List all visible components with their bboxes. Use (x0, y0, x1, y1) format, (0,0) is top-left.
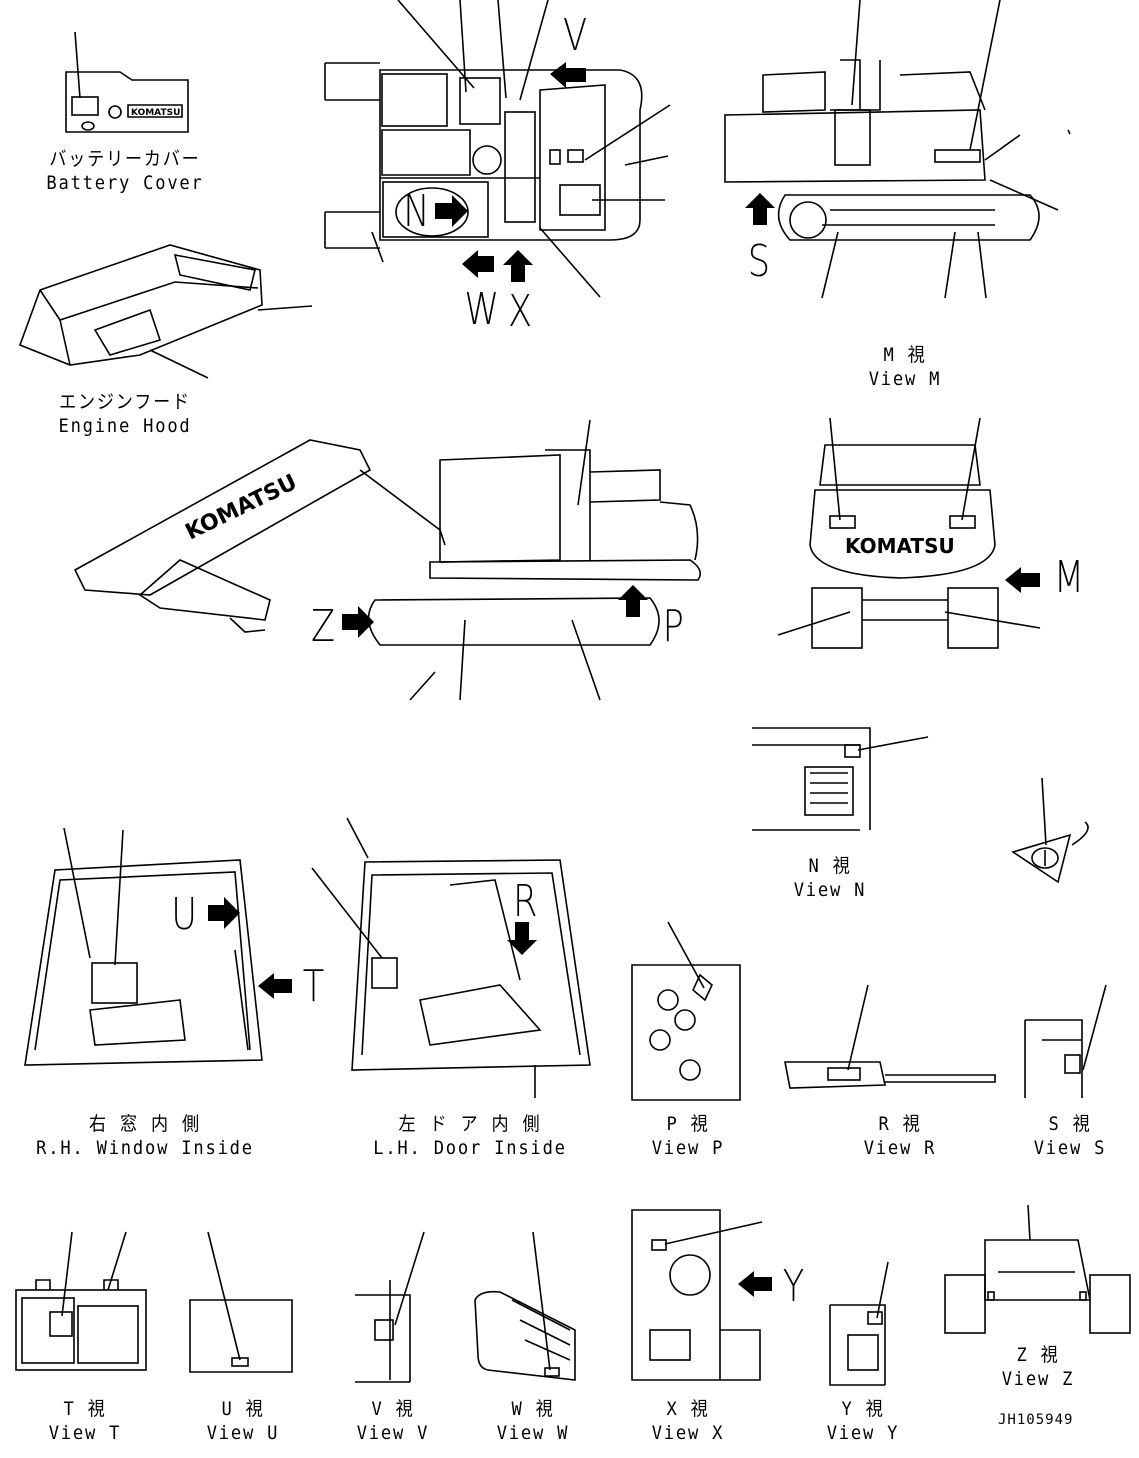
triangle-label-drawing (1011, 777, 1089, 884)
lh-door-jp: 左 ド ア 内 側 (398, 1113, 542, 1135)
view-x-drawing (631, 1209, 763, 1381)
view-p-drawing (631, 921, 741, 1101)
letter-y: Y (782, 1261, 805, 1312)
view-s-caption: S 視 View S (1016, 1112, 1124, 1160)
view-s-drawing (1024, 984, 1107, 1098)
rh-window-jp: 右 窓 内 側 (89, 1113, 201, 1135)
view-p-caption: P 視 View P (634, 1112, 742, 1160)
view-v-caption: V 視 View V (339, 1397, 447, 1445)
letter-x: X (508, 286, 533, 337)
arrow-p (618, 585, 648, 617)
engine-hood-drawing (18, 244, 313, 379)
view-y-en: View Y (826, 1422, 900, 1444)
arrow-n (435, 195, 468, 227)
view-p-en: View P (651, 1137, 725, 1159)
view-y-caption: Y 視 View Y (809, 1397, 917, 1445)
battery-cover-en: Battery Cover (46, 172, 204, 194)
top-plan-view-drawing (324, 0, 671, 298)
arrow-y (738, 1271, 772, 1297)
engine-hood-en: Engine Hood (58, 415, 192, 437)
view-w-caption: W 視 View W (479, 1397, 587, 1445)
view-u-en: View U (206, 1422, 280, 1444)
view-z-jp: Z 視 (1016, 1344, 1060, 1366)
side-view-m-drawing (724, 0, 1071, 299)
letter-z: Z (311, 601, 336, 652)
view-n-caption: N 視 View N (776, 854, 884, 902)
rear-view-drawing: KOMATSU (777, 417, 1041, 649)
rh-window-drawing (24, 827, 263, 1066)
view-s-jp: S 視 (1048, 1113, 1092, 1135)
lh-door-en: L.H. Door Inside (373, 1137, 567, 1159)
battery-cover-jp: バッテリーカバー (49, 148, 201, 170)
view-t-en: View T (48, 1422, 122, 1444)
arrow-x (503, 250, 533, 282)
view-v-jp: V 視 (371, 1398, 415, 1420)
letter-n: N (403, 186, 430, 237)
view-t-caption: T 視 View T (31, 1397, 139, 1445)
view-r-jp: R 視 (878, 1113, 922, 1135)
rear-logo: KOMATSU (845, 534, 955, 558)
arrow-v (550, 62, 586, 88)
view-m-jp: M 視 (883, 344, 927, 366)
letter-s: S (747, 236, 771, 287)
view-m-caption: M 視 View M (851, 343, 959, 391)
view-u-drawing (189, 1231, 293, 1373)
view-u-caption: U 視 View U (189, 1397, 297, 1445)
arrow-r (507, 922, 537, 955)
lh-door-drawing (311, 817, 591, 1098)
view-v-drawing (355, 1231, 425, 1383)
view-w-en: View W (496, 1422, 570, 1444)
engine-hood-caption: エンジンフード Engine Hood (40, 390, 211, 438)
arrow-t (258, 973, 292, 999)
view-v-en: View V (356, 1422, 430, 1444)
view-n-jp: N 視 (808, 855, 852, 877)
view-w-drawing (474, 1231, 576, 1381)
letter-p: P (662, 601, 684, 652)
drawing-code: JH105949 (998, 1412, 1074, 1428)
rh-window-caption: 右 窓 内 側 R.H. Window Inside (24, 1112, 267, 1160)
view-x-jp: X 視 (666, 1398, 710, 1420)
letter-u: U (171, 889, 197, 940)
letter-m: M (1053, 552, 1085, 603)
letter-t: T (302, 961, 325, 1012)
view-m-en: View M (868, 368, 942, 390)
view-n-drawing (752, 727, 929, 831)
battery-cover-caption: バッテリーカバー Battery Cover (40, 147, 211, 195)
view-x-en: View X (651, 1422, 725, 1444)
view-r-en: View R (863, 1137, 937, 1159)
view-z-en: View Z (1001, 1368, 1075, 1390)
arrow-m (1005, 567, 1040, 593)
view-y-jp: Y 視 (841, 1398, 885, 1420)
view-t-jp: T 視 (63, 1398, 107, 1420)
view-z-drawing (944, 1204, 1131, 1334)
letter-w: W (464, 284, 500, 335)
arrow-w (462, 250, 494, 278)
arrow-s (745, 193, 775, 225)
view-n-en: View N (793, 879, 867, 901)
view-r-drawing (784, 984, 996, 1089)
lh-door-caption: 左 ド ア 内 側 L.H. Door Inside (353, 1112, 587, 1160)
excavator-side-view-drawing: KOMATSU (73, 419, 701, 701)
view-w-jp: W 視 (511, 1398, 555, 1420)
letter-v: V (563, 10, 588, 61)
letter-r: R (513, 876, 538, 927)
view-t-drawing (15, 1231, 147, 1371)
arrow-z (342, 606, 374, 638)
rh-window-en: R.H. Window Inside (36, 1137, 254, 1159)
view-p-jp: P 視 (666, 1113, 710, 1135)
view-u-jp: U 視 (221, 1398, 265, 1420)
engine-hood-jp: エンジンフード (59, 391, 191, 413)
view-s-en: View S (1033, 1137, 1107, 1159)
boom-logo: KOMATSU (182, 470, 301, 545)
battery-cover-drawing: KOMATSU (65, 31, 189, 133)
view-x-caption: X 視 View X (634, 1397, 742, 1445)
battery-cover-logo: KOMATSU (131, 108, 180, 118)
view-r-caption: R 視 View R (846, 1112, 954, 1160)
view-y-drawing (829, 1261, 889, 1386)
arrow-u (208, 897, 240, 929)
view-z-caption: Z 視 View Z (984, 1343, 1092, 1391)
